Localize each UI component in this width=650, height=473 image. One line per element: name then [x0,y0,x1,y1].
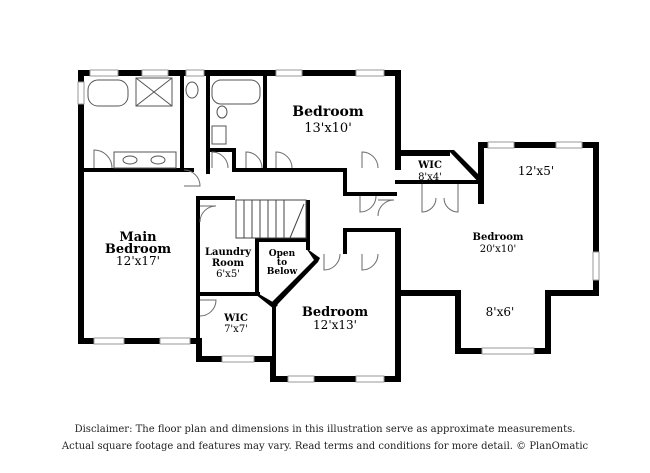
toilet-icon [185,81,199,99]
main-bedroom-line1: Main [119,230,157,245]
bedroom-bottom-size: 12'x13' [313,318,357,332]
main-bedroom-size: 12'x17' [116,254,160,268]
wic-left-size: 7'x7' [224,324,248,335]
main-bedroom-line2: Bedroom [105,242,172,257]
room-labels: Bedroom 13'x10' WIC 8'x4' 12'x5' Bedroom… [105,104,554,335]
disclaimer-line-1: Disclaimer: The floor plan and dimension… [74,424,576,435]
open-below-line2: to [277,258,287,268]
wic-right-size: 8'x4' [418,172,442,183]
laundry-line2: Room [212,258,245,269]
bathroom-fixtures [87,77,261,169]
bedroom-right-size: 20'x10' [480,244,517,255]
shower-icon [135,77,173,107]
open-below-line1: Open [269,249,296,259]
disclaimer: Disclaimer: The floor plan and dimension… [0,421,650,455]
dim-lower-label: 8'x6' [486,305,515,319]
doors [93,149,459,317]
bedroom-right-name: Bedroom [473,232,524,243]
sink-icon [211,125,227,145]
bathtub-icon [87,79,129,107]
open-below-line3: Below [267,267,298,277]
dim-upper-label: 12'x5' [518,164,554,178]
bedroom-top-size: 13'x10' [304,121,352,136]
toilet-icon [216,105,228,119]
wic-left-name: WIC [223,313,248,324]
bedroom-bottom-name: Bedroom [302,305,369,320]
sink-counter-icon [113,151,177,169]
laundry-size: 6'x5' [216,269,240,280]
disclaimer-line-2: Actual square footage and features may v… [61,441,589,452]
bedroom-top-name: Bedroom [292,104,364,120]
windows [77,69,600,383]
tub-icon [211,79,261,105]
staircase [235,199,307,239]
wic-right-name: WIC [417,160,442,171]
laundry-line1: Laundry [205,247,252,258]
interior-walls [84,76,483,358]
